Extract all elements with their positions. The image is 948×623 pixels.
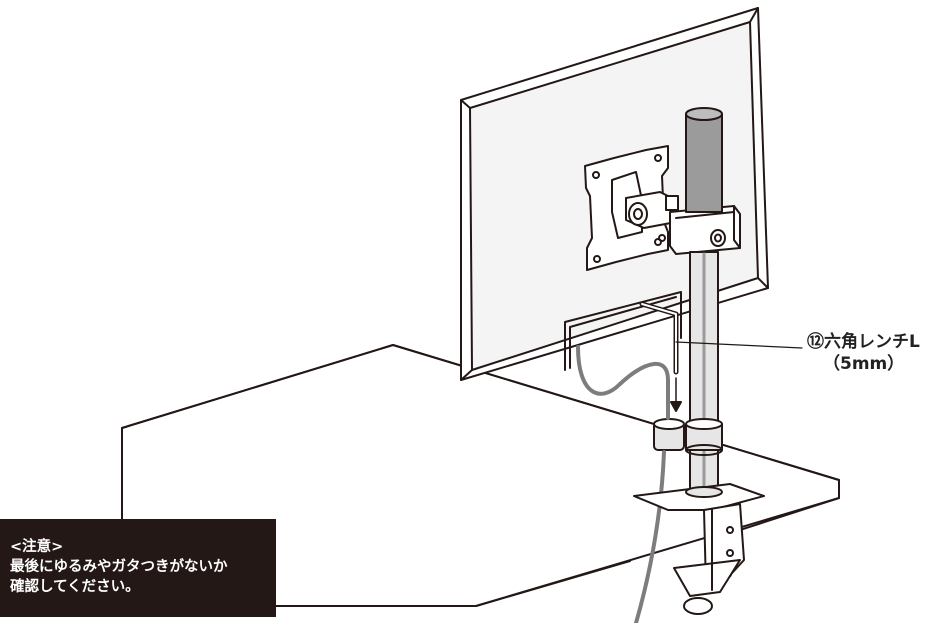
callout-size: （5mm） <box>807 353 920 375</box>
caution-line-2: 確認してください。 <box>10 577 276 597</box>
callout-number: ⑫ <box>807 332 824 352</box>
cable-holder <box>654 419 684 450</box>
caution-line-1: 最後にゆるみやガタつきがないか <box>10 557 276 577</box>
pole <box>686 108 722 492</box>
caution-note: <注意> 最後にゆるみやガタつきがないか 確認してください。 <box>0 519 276 617</box>
callout-name: 六角レンチL <box>824 332 920 352</box>
hex-wrench-callout: ⑫六角レンチL （5mm） <box>807 331 920 375</box>
caution-heading: <注意> <box>10 537 276 557</box>
